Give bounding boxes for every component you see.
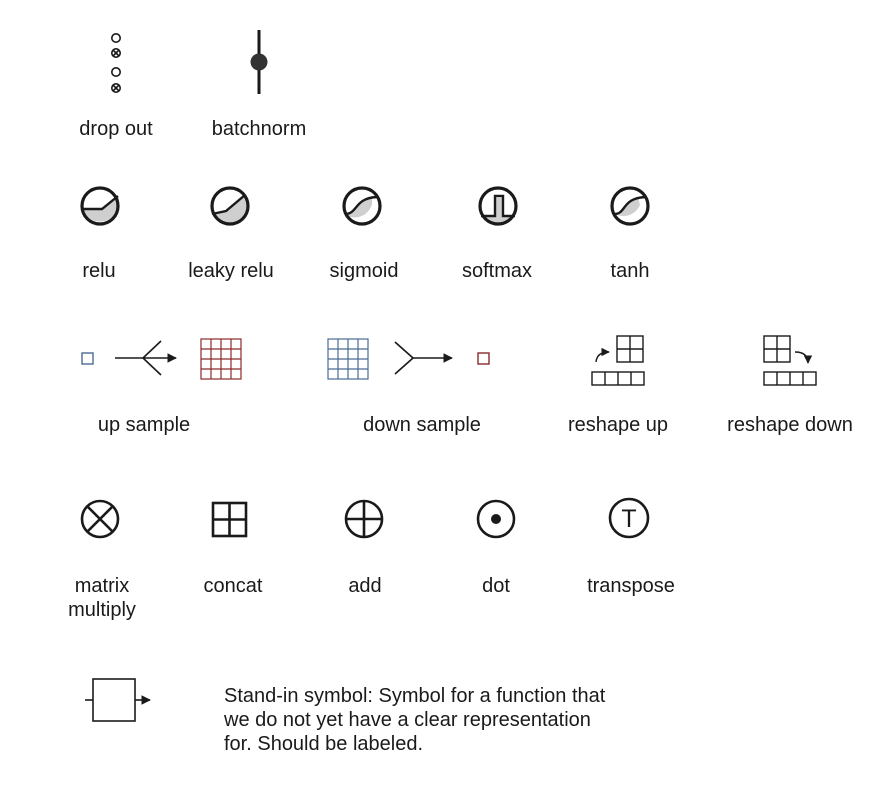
label-dot: dot	[482, 575, 510, 597]
reshape-down-icon	[763, 335, 817, 386]
label-up-sample: up sample	[97, 414, 191, 436]
add-icon	[344, 499, 384, 539]
label-softmax: softmax	[461, 260, 533, 282]
label-matrix-multiply-line1: matrix	[74, 575, 130, 597]
label-transpose: transpose	[587, 575, 675, 597]
stand-in-description: Stand-in symbol: Symbol for a function t…	[224, 684, 744, 756]
label-concat: concat	[203, 575, 263, 597]
softmax-icon	[478, 186, 518, 226]
dropout-icon	[111, 32, 122, 94]
label-batchnorm: batchnorm	[211, 118, 307, 140]
label-down-sample: down sample	[363, 414, 481, 436]
reshape-up-icon	[591, 335, 645, 386]
label-matrix-multiply: matrix multiply	[68, 574, 136, 622]
tanh-icon	[610, 186, 650, 226]
leaky-relu-icon	[210, 186, 250, 226]
concat-icon	[211, 501, 248, 538]
stand-in-line3: for. Should be labeled.	[224, 733, 424, 755]
transpose-glyph: T	[621, 505, 636, 533]
stand-in-symbol-icon	[85, 678, 151, 722]
dot-icon	[476, 499, 516, 539]
label-add: add	[348, 575, 382, 597]
down-sample-icon	[327, 338, 490, 380]
label-tanh: tanh	[610, 260, 650, 282]
stand-in-line1: Stand-in symbol: Symbol for a function t…	[224, 685, 606, 707]
up-sample-icon	[81, 338, 242, 380]
batchnorm-icon	[250, 30, 268, 94]
relu-icon	[80, 186, 120, 226]
label-matrix-multiply-line2: multiply	[68, 599, 136, 621]
sigmoid-icon	[342, 186, 382, 226]
matrix-multiply-icon	[80, 499, 120, 539]
label-drop-out: drop out	[79, 118, 153, 140]
stand-in-line2: we do not yet have a clear representatio…	[224, 709, 591, 731]
label-leaky-relu: leaky relu	[188, 260, 274, 282]
label-reshape-up: reshape up	[567, 414, 669, 436]
transpose-icon: T	[608, 497, 650, 539]
label-relu: relu	[82, 260, 116, 282]
label-sigmoid: sigmoid	[329, 260, 399, 282]
label-reshape-down: reshape down	[727, 414, 853, 436]
